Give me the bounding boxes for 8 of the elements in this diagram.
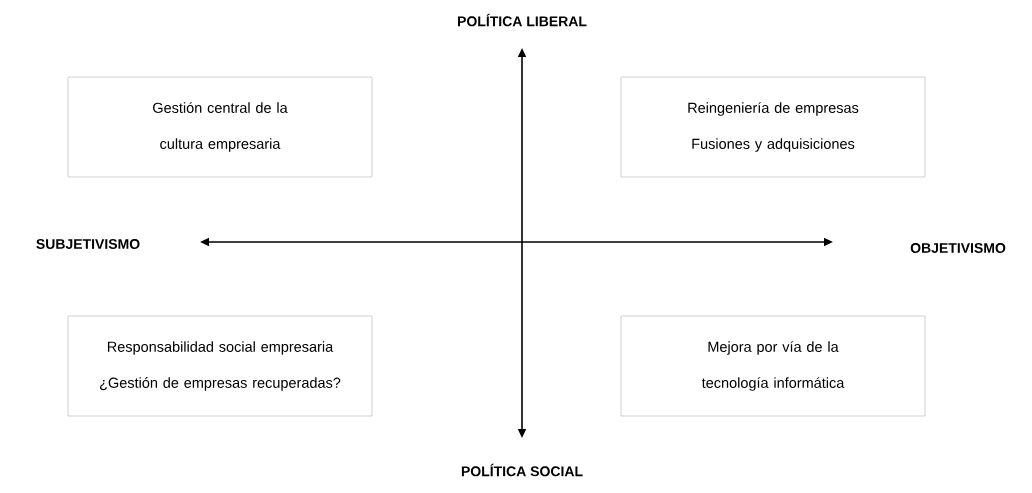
- axis-label: POLÍTICA SOCIAL: [459, 462, 585, 478]
- axis-label: SUBJETIVISMO: [34, 238, 142, 250]
- text-box: Reingeniería de empresas Fusiones y adquisiciones: [620, 76, 926, 178]
- axis-label: OBJETIVISMO: [909, 242, 1007, 254]
- axis-label: POLÍTICA LIBERAL: [456, 12, 588, 28]
- text-box: Gestión central de la cultura empresaria: [67, 76, 373, 178]
- text-box: Responsabilidad social empresaria ¿Gestión de empresas recuperadas?: [67, 315, 373, 417]
- text-box: Mejora por vía de la tecnología informática: [620, 315, 926, 417]
